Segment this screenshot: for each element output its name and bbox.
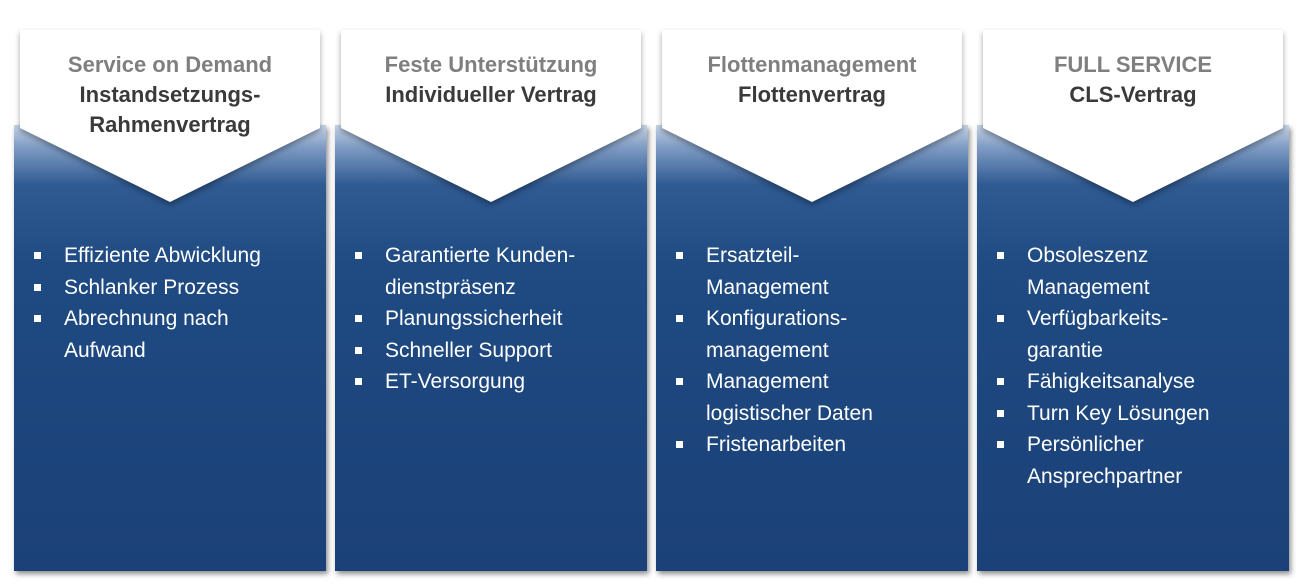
- list-item: Abrechnung nach Aufwand: [28, 303, 318, 366]
- column-feste-unterstuetzung: Feste Unterstützung Individueller Vertra…: [335, 30, 647, 571]
- square-bullet-icon: [34, 252, 41, 259]
- list-item: Management logistischer Daten: [670, 366, 960, 429]
- square-bullet-icon: [676, 441, 683, 448]
- column-title: Service on Demand: [67, 52, 273, 77]
- column-header: [977, 30, 1289, 202]
- list-item: Schneller Support: [349, 335, 639, 367]
- square-bullet-icon: [355, 378, 362, 385]
- square-bullet-icon: [34, 283, 41, 291]
- square-bullet-icon: [997, 441, 1004, 448]
- column-flottenmanagement: Flottenmanagement Flottenvertrag Ersatzt…: [656, 30, 968, 571]
- list-item: Verfügbarkeits- garantie: [991, 303, 1281, 366]
- list-item: Schlanker Prozess: [28, 272, 318, 304]
- list-item: Turn Key Lösungen: [991, 398, 1281, 430]
- column-title: FULL SERVICE: [1053, 52, 1213, 77]
- column-header: [335, 30, 647, 202]
- square-bullet-icon: [997, 409, 1004, 417]
- column-subtitle-line: Flottenvertrag: [738, 82, 886, 107]
- bullet-list: Garantierte Kunden- dienstpräsenz Planun…: [349, 240, 639, 398]
- list-item: Ersatzteil- Management: [670, 240, 960, 303]
- list-item: Planungssicherheit: [349, 303, 639, 335]
- column-subtitle-line: CLS-Vertrag: [1069, 82, 1197, 107]
- list-item: Effiziente Abwicklung: [28, 240, 318, 272]
- bullet-list: Effiziente Abwicklung Schlanker Prozess …: [28, 240, 318, 366]
- column-full-service: FULL SERVICE CLS-Vertrag Obsoleszenz Man…: [977, 30, 1289, 571]
- square-bullet-icon: [676, 315, 683, 322]
- square-bullet-icon: [355, 346, 362, 354]
- square-bullet-icon: [997, 252, 1004, 259]
- column-title: Flottenmanagement: [707, 52, 917, 77]
- list-item: Persönlicher Ansprechpartner: [991, 429, 1281, 492]
- list-item: Fähigkeitsanalyse: [991, 366, 1281, 398]
- list-item: Fristenarbeiten: [670, 429, 960, 461]
- column-subtitle-line: Individueller Vertrag: [385, 82, 597, 107]
- square-bullet-icon: [34, 315, 41, 322]
- list-item: ET-Versorgung: [349, 366, 639, 398]
- column-service-on-demand: Service on Demand Instandsetzungs- Rahme…: [14, 30, 326, 571]
- square-bullet-icon: [997, 315, 1004, 322]
- square-bullet-icon: [676, 252, 683, 259]
- list-item: Garantierte Kunden- dienstpräsenz: [349, 240, 639, 303]
- square-bullet-icon: [676, 378, 683, 385]
- square-bullet-icon: [355, 252, 362, 259]
- column-subtitle-line: Instandsetzungs-: [79, 82, 261, 107]
- square-bullet-icon: [997, 378, 1004, 385]
- bullet-list: Obsoleszenz Management Verfügbarkeits- g…: [991, 240, 1281, 492]
- list-item: Konfigurations- management: [670, 303, 960, 366]
- bullet-list: Ersatzteil- Management Konfigurations- m…: [670, 240, 960, 461]
- square-bullet-icon: [355, 315, 362, 322]
- column-header: [14, 30, 326, 202]
- list-item: Obsoleszenz Management: [991, 240, 1281, 303]
- column-subtitle-line: Rahmenvertrag: [89, 112, 251, 137]
- column-header: [656, 30, 968, 202]
- column-title: Feste Unterstützung: [384, 52, 598, 77]
